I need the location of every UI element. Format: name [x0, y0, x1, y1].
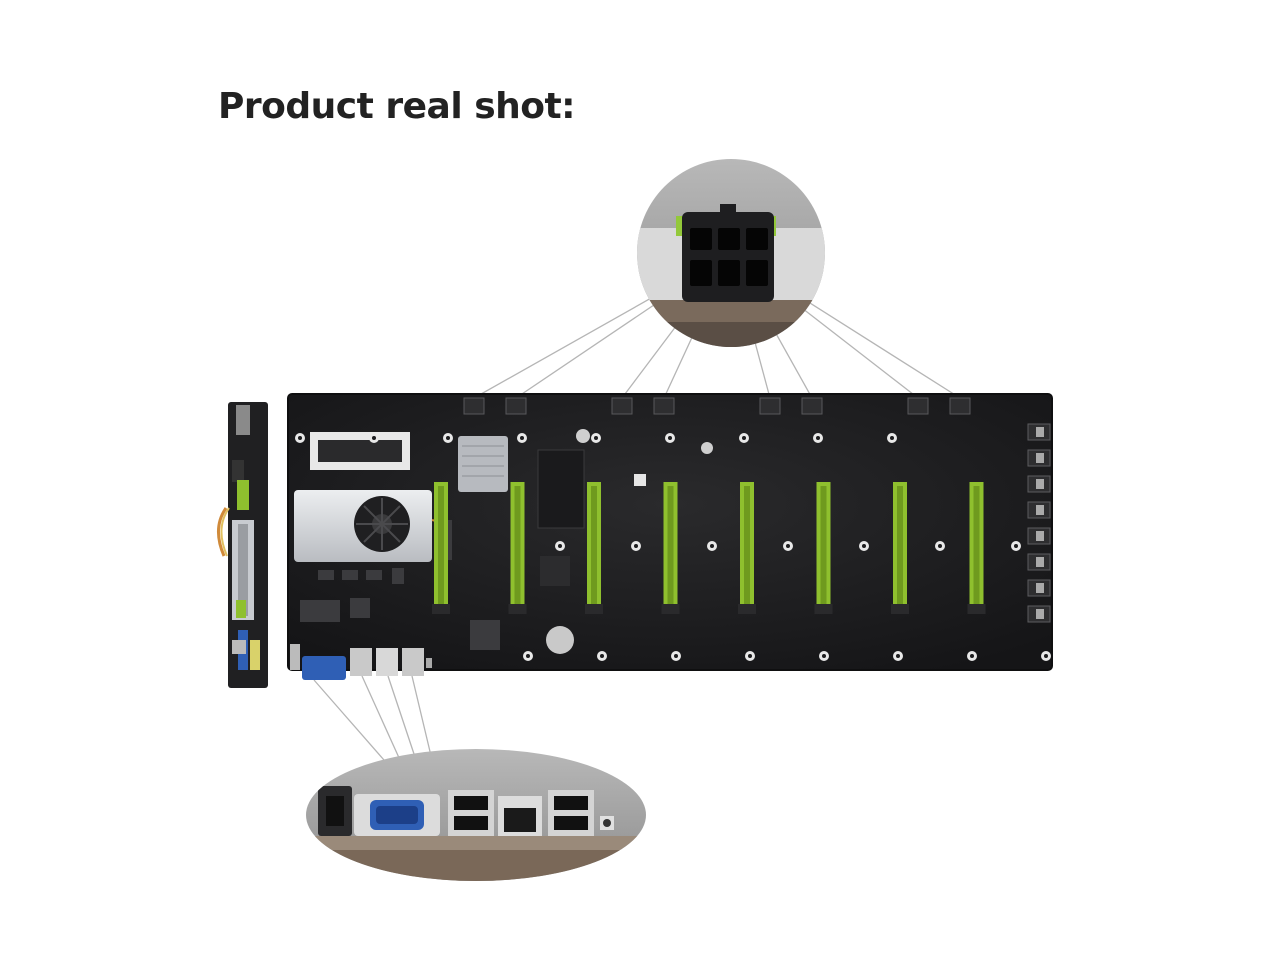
usb-port-pair: [402, 648, 424, 676]
six-pin-power-connector: [611, 397, 633, 415]
mounting-hole: [597, 651, 607, 661]
six-pin-power-connector: [759, 397, 781, 415]
six-pin-connector: [682, 212, 774, 302]
mounting-hole: [783, 541, 793, 551]
pcie-slot: [814, 482, 833, 614]
side-header: [1027, 449, 1051, 467]
side-header: [1027, 475, 1051, 493]
six-pin-power-connector: [907, 397, 929, 415]
mounting-hole: [443, 433, 453, 443]
mounting-hole: [1011, 541, 1021, 551]
mounting-hole: [893, 651, 903, 661]
mounting-hole: [745, 651, 755, 661]
mounting-hole: [369, 433, 379, 443]
mounting-hole: [555, 541, 565, 551]
six-pin-power-connector: [801, 397, 823, 415]
mounting-hole: [631, 541, 641, 551]
side-header: [1027, 605, 1051, 623]
usb-port-pair: [350, 648, 372, 676]
mounting-hole: [859, 541, 869, 551]
pcie-slot: [661, 482, 680, 614]
mounting-hole: [1041, 651, 1051, 661]
mounting-hole: [295, 433, 305, 443]
side-header: [1027, 501, 1051, 519]
side-header: [1027, 527, 1051, 545]
chipset-heatsink: [458, 436, 508, 492]
mounting-hole: [517, 433, 527, 443]
page-title: Product real shot:: [218, 86, 576, 127]
side-header: [1027, 423, 1051, 441]
mounting-hole: [935, 541, 945, 551]
cmos-battery: [546, 626, 574, 654]
mounting-hole: [887, 433, 897, 443]
pcie-slot: [891, 482, 909, 614]
pcie-slot: [432, 482, 450, 614]
six-pin-power-connector: [949, 397, 971, 415]
rear-io-closeup: [306, 749, 646, 881]
mounting-hole: [739, 433, 749, 443]
mounting-hole: [707, 541, 717, 551]
pcie-slot: [585, 482, 603, 614]
pcie-slot: [967, 482, 986, 614]
side-header: [1027, 579, 1051, 597]
six-pin-power-connector: [463, 397, 485, 415]
mounting-hole: [591, 433, 601, 443]
power-connector-closeup: [637, 159, 825, 347]
rear-io-panel: [290, 644, 432, 680]
pcie-slot: [508, 482, 527, 614]
mounting-hole: [813, 433, 823, 443]
ethernet-port: [376, 648, 398, 676]
mounting-hole: [671, 651, 681, 661]
board-side-view: [217, 402, 268, 688]
six-pin-power-connector: [653, 397, 675, 415]
mounting-hole: [967, 651, 977, 661]
side-header: [1027, 553, 1051, 571]
six-pin-power-connector: [505, 397, 527, 415]
vga-port: [302, 656, 346, 680]
io-callout-lines: [313, 675, 433, 761]
mounting-hole: [665, 433, 675, 443]
mounting-hole: [523, 651, 533, 661]
pcie-slot: [738, 482, 756, 614]
motherboard: [287, 393, 1053, 680]
mounting-hole: [819, 651, 829, 661]
